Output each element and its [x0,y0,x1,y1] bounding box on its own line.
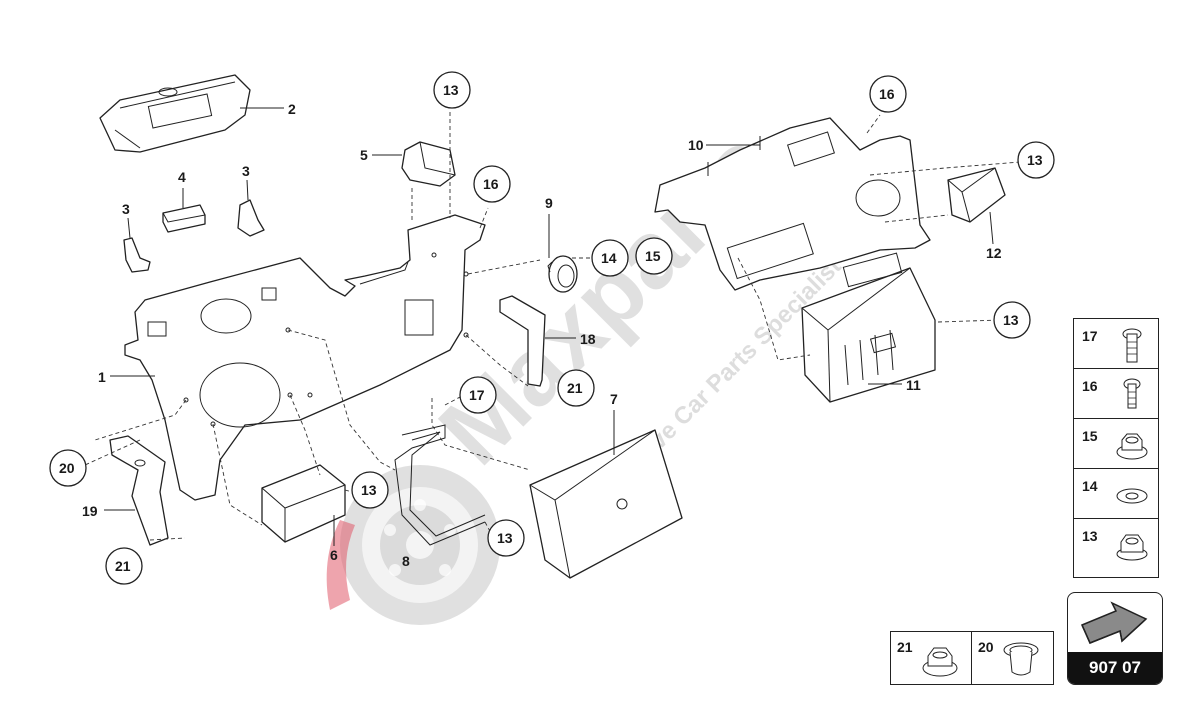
legend-item-17[interactable]: 17 [1074,319,1158,369]
part-label-12: 12 [986,245,1002,261]
callout-15: 15 [635,237,673,275]
svg-text:15: 15 [645,248,661,264]
part-label-4: 4 [178,169,186,185]
clip-3-left [123,237,151,273]
svg-text:13: 13 [497,530,513,546]
part-label-18: 18 [580,331,596,347]
rear-plate-10 [654,117,931,291]
callout-16-left: 16 [473,165,511,203]
sensor-5 [401,112,456,222]
legend-item-15[interactable]: 15 [1074,419,1158,469]
callout-13-bracket: 13 [487,519,525,557]
legend-item-16[interactable]: 16 [1074,369,1158,419]
part-label-3a: 3 [122,201,130,217]
legend-item-13[interactable]: 13 [1074,519,1158,569]
bracket-8 [394,424,486,546]
svg-text:13: 13 [1027,152,1043,168]
control-unit-2 [99,74,251,153]
hex-nut-icon [1116,534,1148,561]
mounting-plate-part [124,214,486,501]
ecu-11 [801,252,936,403]
legend-item-20[interactable]: 20 [972,632,1053,684]
screw-torx-short-icon [1123,378,1141,409]
amplifier-7 [529,429,683,579]
part-label-2: 2 [288,101,296,117]
callout-13-top: 13 [433,71,471,109]
callout-13-right-mid: 13 [993,301,1031,339]
callout-16-right: 16 [869,75,907,113]
svg-text:13: 13 [1003,312,1019,328]
svg-text:17: 17 [469,387,485,403]
part-label-8: 8 [402,553,410,569]
part-label-7: 7 [610,391,618,407]
callout-13-right-top: 13 [1017,141,1055,179]
bracket-19 [109,435,169,546]
part-label-3b: 3 [242,163,250,179]
relay-12 [947,167,1006,223]
part-label-5: 5 [360,147,368,163]
callout-20: 20 [49,449,87,487]
assembly-lines [84,114,1021,541]
part-label-6: 6 [330,547,338,563]
svg-text:13: 13 [361,482,377,498]
svg-text:21: 21 [115,558,131,574]
svg-text:14: 14 [601,250,617,266]
page-code: 907 07 [1068,652,1162,684]
svg-text:20: 20 [59,460,75,476]
next-page-arrow-icon [1081,601,1148,644]
flange-nut-icon [1116,433,1148,460]
legend-item-21[interactable]: 21 [891,632,972,684]
washer-icon [1116,488,1148,504]
svg-text:16: 16 [483,176,499,192]
screw-torx-long-icon [1122,328,1142,363]
page-navigation-badge[interactable]: 907 07 [1067,592,1163,685]
callout-21-bottom: 21 [105,547,143,585]
hex-flange-nut-icon [922,647,958,677]
bottom-legend: 21 20 [890,631,1054,685]
buzzer-9 [547,255,578,293]
module-6 [261,464,346,543]
grommet-icon [1003,642,1039,676]
part-label-10: 10 [688,137,704,153]
part-label-19: 19 [82,503,98,519]
part-label-9: 9 [545,195,553,211]
callout-17: 17 [459,376,497,414]
svg-text:13: 13 [443,82,459,98]
svg-text:16: 16 [879,86,895,102]
clip-3-right [237,199,265,237]
part-label-1: 1 [98,369,106,385]
spacer-4 [162,204,206,233]
callout-13-module: 13 [351,471,389,509]
part-label-11: 11 [906,377,921,393]
callout-14: 14 [591,239,629,277]
bracket-18 [499,295,546,387]
fastener-legend: 17 16 15 14 13 [1073,318,1159,578]
legend-item-14[interactable]: 14 [1074,469,1158,519]
svg-text:21: 21 [567,380,583,396]
callout-21-mid: 21 [557,369,595,407]
